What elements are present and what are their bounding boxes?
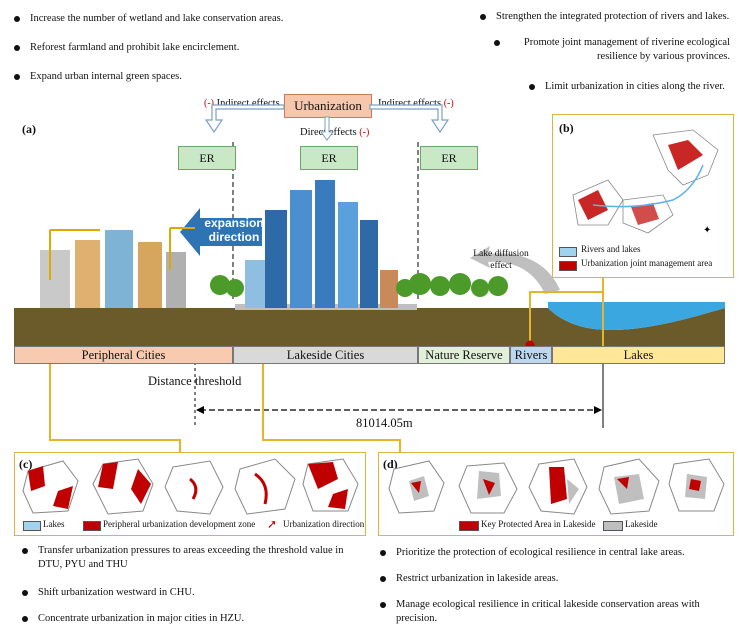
panel-b-label: (b) [559,121,574,135]
legend-label: Lakes [43,519,65,529]
indirect-effects-label: Indirect effects [378,98,442,109]
er-box-center: ER [300,146,358,170]
negative-sign: (-) [359,127,370,138]
policy-bullet: Restrict urbanization in lakeside areas. [380,572,732,586]
policy-bullet: Expand urban internal green spaces. [14,70,330,84]
panel-d: (d) Key Protected Area in Lakeside Lakes… [378,452,734,536]
city-illustration [40,180,508,308]
lakeside-swatch [603,521,623,531]
policy-bullet: Strengthen the integrated protection of … [480,11,730,22]
indirect-effects-label: Indirect effects [216,98,280,109]
lake-diffusion-label: Lake diffusion effect [473,249,529,271]
er-box-right: ER [420,146,478,170]
policy-bullet: Transfer urbanization pressures to areas… [22,544,358,572]
peripheral-zone-swatch [83,521,101,531]
policy-bullet: Limit urbanization in cities along the r… [529,80,731,94]
legend-label: Urbanization joint management area [581,258,713,268]
zone-rivers: Rivers [510,346,552,364]
compass-icon: ✦ [703,225,711,236]
legend-label: Key Protected Area in Lakeside [481,519,596,529]
direct-arrow [320,116,334,141]
indirect-effects-left: (-) Indirect effects [204,98,280,109]
expansion-direction-label: expansion direction [204,216,264,244]
zone-peripheral-cities: Peripheral Cities [14,346,233,364]
urbanization-direction-icon: ➚ [267,517,278,531]
panel-b-map: ✦ [572,129,719,236]
er-box-left: ER [178,146,236,170]
panel-c-label: (c) [19,457,33,471]
panel-d-label: (d) [383,457,398,471]
negative-sign: (-) [204,98,214,109]
lake-diffusion-arrow [470,246,560,294]
panel-d-maps [388,458,725,515]
policy-bullet: Increase the number of wetland and lake … [14,12,330,26]
indirect-arrow-left [204,104,285,134]
distance-threshold-label: Distance threshold [148,374,242,388]
indirect-effects-right: Indirect effects (-) [378,98,454,109]
policy-bullet: Manage ecological resilience in critical… [380,598,732,626]
lakes-swatch [23,521,41,531]
legend-label: Lakeside [625,519,658,529]
arrowhead [196,406,204,414]
indirect-arrow-right [369,104,450,134]
policy-bullet: Concentrate urbanization in major cities… [22,612,358,626]
policy-bullet: Prioritize the protection of ecological … [380,546,732,560]
panel-b: (b) ✦ Rivers and lakes Urbanization join… [552,114,734,278]
zone-lakes: Lakes [552,346,725,364]
key-protected-swatch [459,521,479,531]
rivers-lakes-swatch [559,247,577,257]
soil-layer [14,308,725,346]
negative-sign: (-) [443,98,454,109]
peripheral-buildings [40,227,195,308]
zone-lakeside-cities: Lakeside Cities [233,346,418,364]
panel-c-maps [22,458,359,515]
panel-a-label: (a) [22,122,36,136]
zone-nature-reserve: Nature Reserve [418,346,510,364]
policy-bullet: Shift urbanization westward in CHU. [22,586,358,600]
connector-b [529,275,604,345]
lakeside-buildings [245,180,398,308]
policy-bullet: Promote joint management of riverine eco… [494,36,730,64]
arrowhead [594,406,602,414]
joint-management-swatch [559,261,577,271]
legend-label: Peripheral urbanization development zone [103,519,256,529]
policy-bullet: Reforest farmland and prohibit lake enci… [14,41,330,55]
legend-label: Urbanization direction [283,519,365,529]
connector-c [49,355,181,452]
distance-value: 81014.05m [356,416,413,430]
expansion-arrow [180,208,262,256]
legend-label: Rivers and lakes [581,244,641,254]
trees [210,273,508,297]
connector-d [262,355,401,452]
panel-c: (c) Lakes Peripheral urbanization develo… [14,452,366,536]
lake-water [548,302,725,330]
